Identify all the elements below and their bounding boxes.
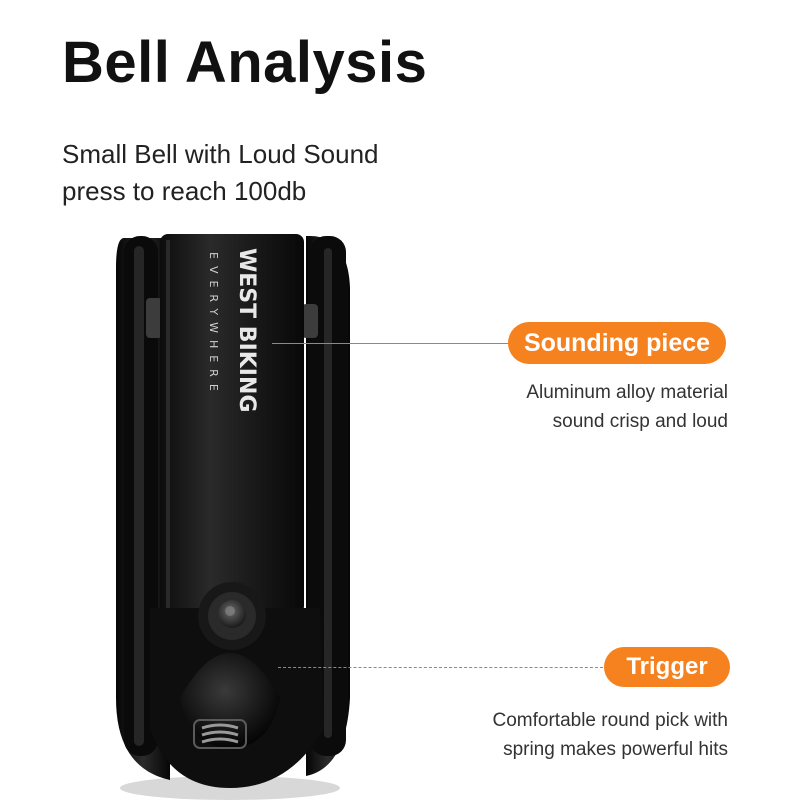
trigger-description: Comfortable round pick with spring makes… bbox=[493, 706, 729, 764]
brand-tagline-text: EVERYWHERE bbox=[207, 252, 220, 398]
subtitle: Small Bell with Loud Sound press to reac… bbox=[62, 136, 379, 210]
trigger-desc-line-1: Comfortable round pick with bbox=[492, 710, 729, 731]
sounding-piece-desc-line-1: Aluminum alloy material bbox=[526, 382, 728, 403]
sounding-piece-leader-line bbox=[272, 343, 512, 344]
sounding-piece-label: Sounding piece bbox=[508, 322, 726, 364]
trigger-label: Trigger bbox=[604, 647, 730, 687]
subtitle-line-1: Small Bell with Loud Sound bbox=[62, 139, 379, 169]
trigger-desc-line-2: spring makes powerful hits bbox=[503, 739, 728, 760]
subtitle-line-2: press to reach 100db bbox=[62, 176, 307, 206]
brand-name-text: WEST BIKING bbox=[234, 248, 259, 412]
bell-product-image: WEST BIKING EVERYWHERE bbox=[116, 234, 350, 800]
sounding-piece-desc-line-2: sound crisp and loud bbox=[552, 411, 728, 432]
trigger-leader-line bbox=[278, 667, 608, 668]
sounding-piece-description: Aluminum alloy material sound crisp and … bbox=[526, 378, 728, 436]
page-title: Bell Analysis bbox=[62, 30, 428, 95]
